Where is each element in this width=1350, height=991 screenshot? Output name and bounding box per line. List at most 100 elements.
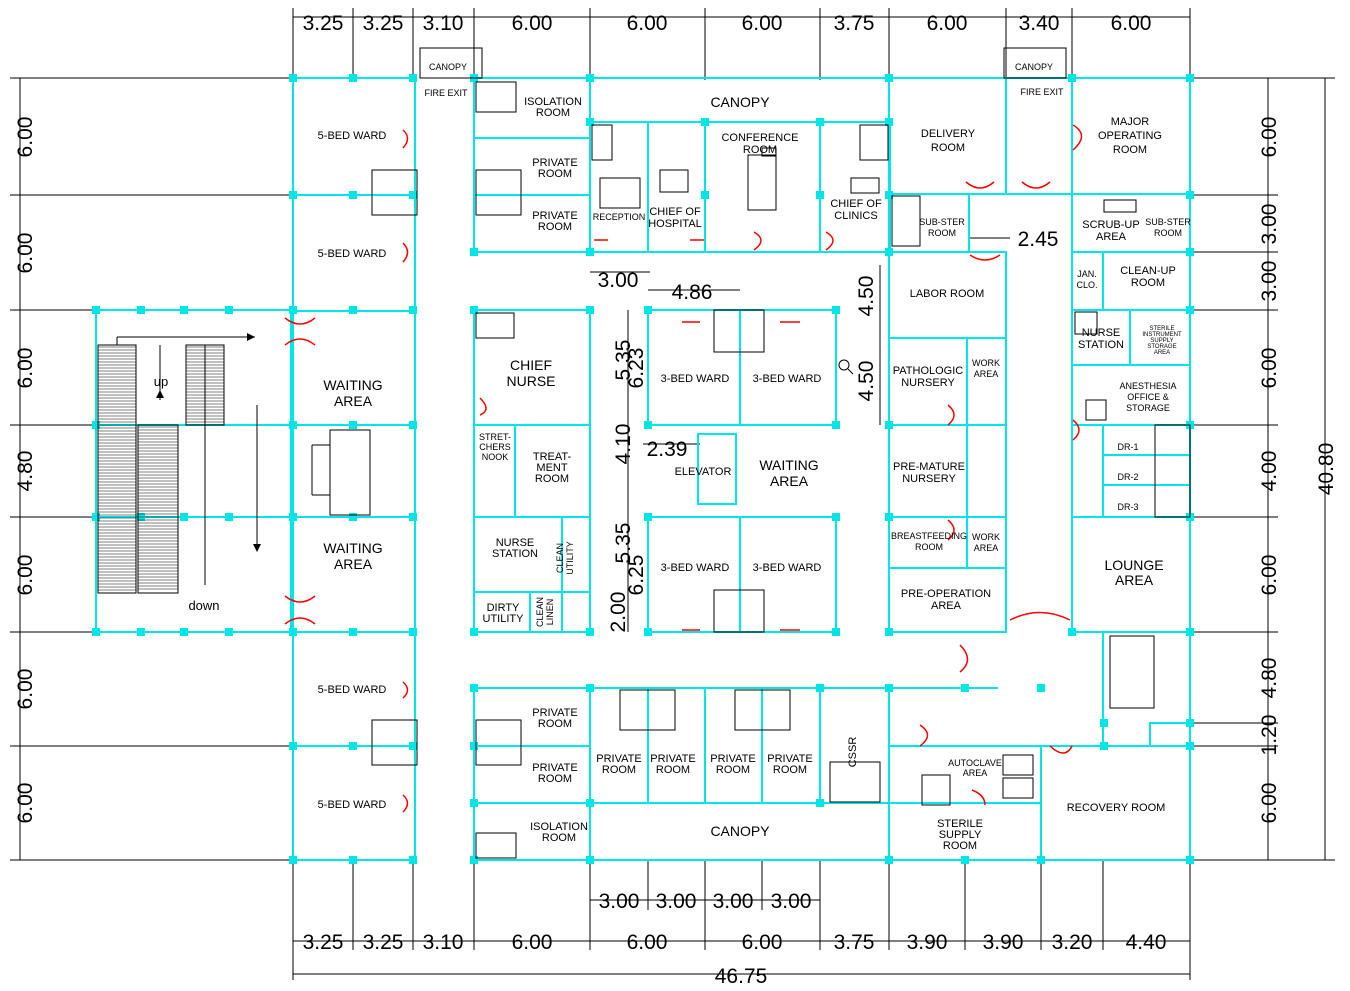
major-operating-line1: MAJOR — [1111, 116, 1150, 128]
clean-linen-line2: LINEN — [545, 599, 555, 626]
labor-room-label: LABOR ROOM — [910, 288, 985, 300]
stairs-left: up down — [97, 333, 261, 613]
nurse-station-left-line2: STATION — [492, 548, 538, 560]
private-room-6-line1: PRIVATE — [650, 753, 695, 765]
overall-height: 40.80 — [1315, 443, 1338, 496]
top-dim: 6.00 — [1111, 12, 1152, 35]
canopy-top-label: CANOPY — [710, 94, 770, 110]
top-dim: 3.25 — [363, 12, 404, 35]
ward5-3-label: 5-BED WARD — [318, 684, 387, 696]
inner-dim: 5.35 — [612, 340, 635, 381]
recovery-room-label: RECOVERY ROOM — [1067, 802, 1166, 814]
autoclave-line2: AREA — [963, 768, 988, 778]
jan-clo: JAN.CLO. — [1076, 269, 1097, 290]
top-dim: 3.10 — [423, 12, 464, 35]
ward3-4-label: 3-BED WARD — [753, 562, 822, 574]
anesthesia-line3: STORAGE — [1126, 403, 1170, 413]
private-room-3-line1: PRIVATE — [532, 707, 577, 719]
bottom-dim: 3.90 — [907, 931, 948, 954]
top-dim: 6.00 — [627, 12, 668, 35]
private-room-7-line2: ROOM — [716, 764, 750, 776]
waiting-area-2-line2: AREA — [334, 556, 373, 572]
reception-label: RECEPTION — [593, 212, 646, 222]
scrub-up-line2: AREA — [1096, 231, 1127, 243]
furniture — [599, 147, 1137, 803]
stretchers-line1: STRET- — [479, 432, 511, 442]
sterile-storage-line5: AREA — [1154, 350, 1170, 356]
canopy-left-label: CANOPY — [429, 62, 467, 72]
left-dim: 6.00 — [14, 348, 37, 389]
breastfeeding-line2: ROOM — [915, 542, 943, 552]
right-dim: 3.00 — [1258, 204, 1281, 245]
bottom-dim: 6.00 — [512, 931, 553, 954]
sterile-storage-line4: STORAGE — [1147, 344, 1176, 350]
inner-dim: 4.50 — [855, 361, 878, 402]
isolation-room-top-line2: ROOM — [536, 107, 570, 119]
private-room-5-line2: ROOM — [602, 764, 636, 776]
major-operating-line3: ROOM — [1113, 144, 1147, 156]
clean-utility-line1: CLEAN — [555, 543, 565, 573]
right-dim: 3.00 — [1258, 261, 1281, 302]
treatment-line2: MENT — [536, 462, 567, 474]
sterile-supply-line1: STERILE — [937, 818, 983, 830]
left-dim: 6.00 — [14, 783, 37, 824]
stair-down-label: down — [188, 598, 219, 613]
nurse-station-right-line2: STATION — [1078, 339, 1124, 351]
sterile-storage-line3: SUPPLY — [1150, 338, 1173, 344]
doors — [284, 124, 1083, 813]
major-operating-line2: OPERATING — [1098, 130, 1162, 142]
right-dim: 4.00 — [1258, 451, 1281, 492]
stretchers-line3: NOOK — [482, 452, 509, 462]
pathologic-line2: NURSERY — [901, 377, 955, 389]
right-dim: 6.00 — [1258, 117, 1281, 158]
private-room-4-line2: ROOM — [538, 773, 572, 785]
ward3-1-label: 3-BED WARD — [661, 373, 730, 385]
bottom-dim: 3.10 — [423, 931, 464, 954]
right-dim: 6.00 — [1258, 348, 1281, 389]
delivery-line2: ROOM — [931, 142, 965, 154]
left-dim: 6.00 — [14, 233, 37, 274]
canopy-boxes — [419, 47, 1067, 79]
right-dim: 6.00 — [1258, 555, 1281, 596]
waiting-area-2-line1: WAITING — [323, 540, 382, 556]
pre-operation-line1: PRE-OPERATION — [901, 588, 991, 600]
conference-room-line2: ROOM — [743, 144, 777, 156]
inner-dim: 2.45 — [1018, 228, 1059, 251]
bottom-dim: 3.75 — [834, 931, 875, 954]
bottom-dim: 3.25 — [363, 931, 404, 954]
bottom-mid-dim: 3.00 — [599, 890, 640, 913]
sterile-supply-line2: SUPPLY — [939, 829, 982, 841]
private-room-2-line1: PRIVATE — [532, 210, 577, 222]
room-labels: CANOPY FIRE EXIT CANOPY FIRE EXIT CANOPY… — [318, 62, 1192, 852]
nurse-station-right-line1: NURSE — [1082, 327, 1121, 339]
right-dim: 1.20 — [1258, 715, 1281, 756]
chief-clinics-line1: CHIEF OF — [830, 198, 882, 210]
top-dim: 3.25 — [303, 12, 344, 35]
chief-hospital-line2: HOSPITAL — [648, 218, 702, 230]
dr1-label: DR-1 — [1117, 442, 1138, 452]
treatment-line1: TREAT- — [533, 451, 572, 463]
conference-room-line1: CONFERENCE — [721, 132, 798, 144]
clean-utility: CLEANUTILITY — [555, 541, 575, 575]
jan-clo-line1: JAN. — [1077, 269, 1097, 279]
stairs-right — [1109, 635, 1155, 709]
sub-ster-2-line1: SUB-STER — [1145, 217, 1191, 227]
